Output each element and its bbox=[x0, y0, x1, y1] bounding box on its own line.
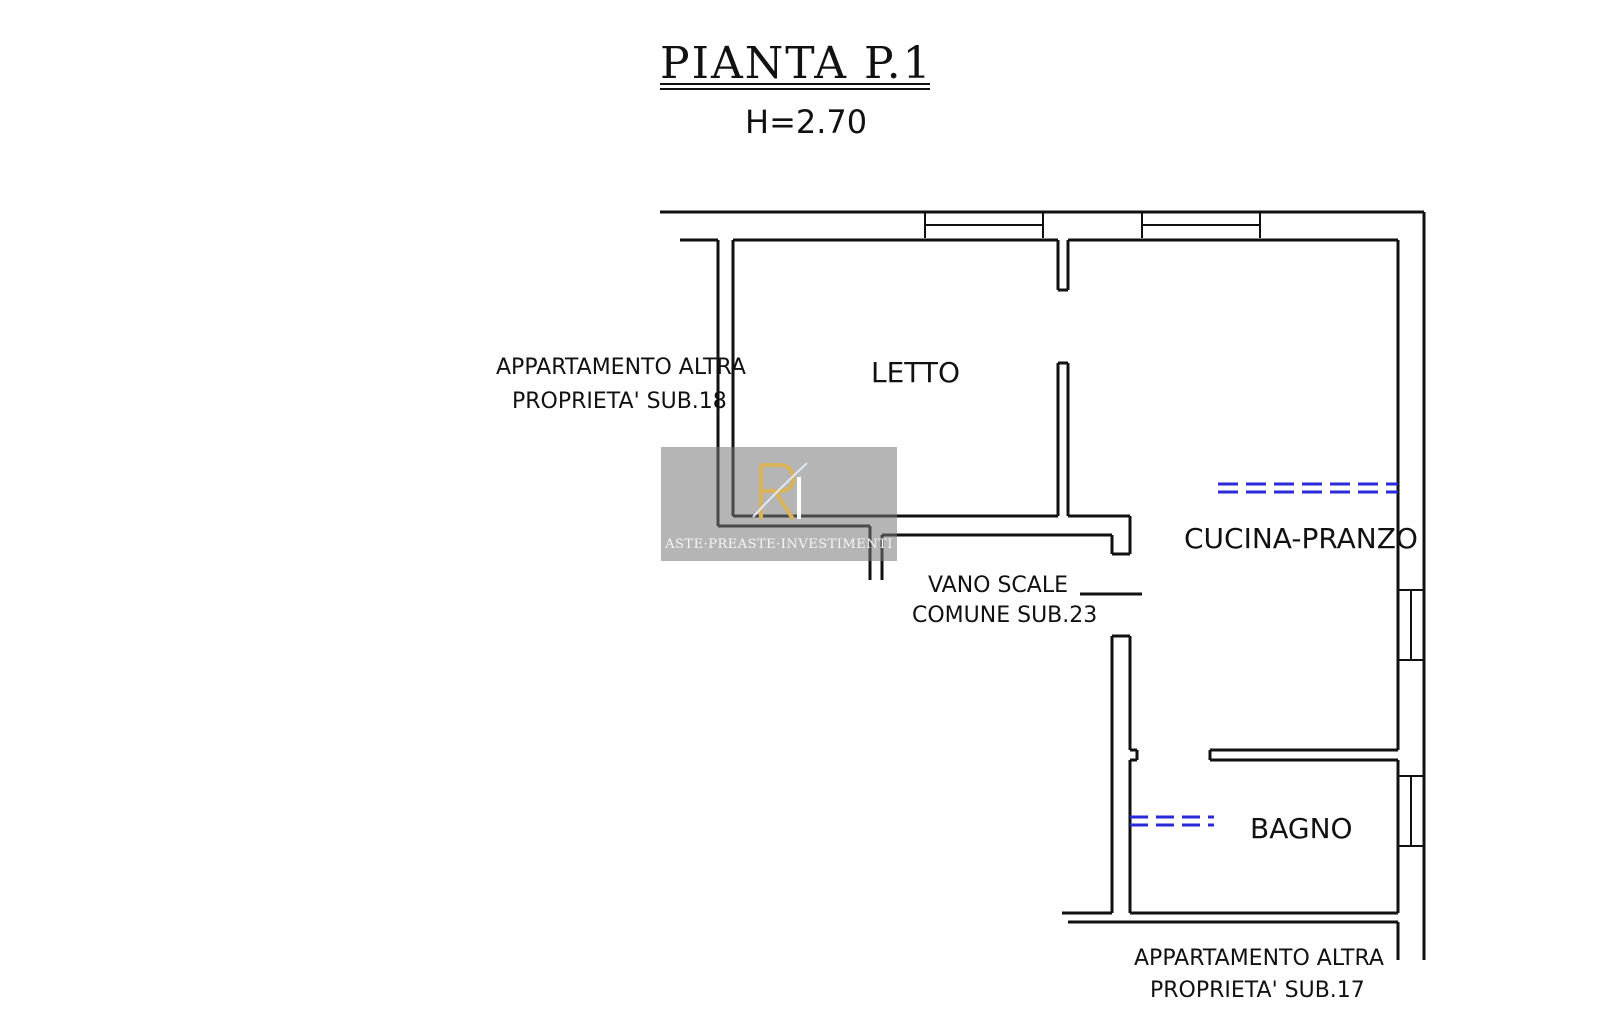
height-note: H=2.70 bbox=[745, 103, 867, 141]
ri-logo-icon bbox=[752, 462, 808, 521]
radiator-cucina bbox=[1218, 482, 1398, 494]
radiator-bagno bbox=[1130, 815, 1214, 827]
neighbor-17-line1: APPARTAMENTO ALTRA bbox=[1134, 946, 1384, 971]
neighbor-17-line2: PROPRIETA' SUB.17 bbox=[1150, 978, 1365, 1003]
neighbor-18-line2: PROPRIETA' SUB.18 bbox=[512, 389, 727, 414]
room-label-letto: LETTO bbox=[871, 356, 960, 389]
room-label-cucina: CUCINA-PRANZO bbox=[1184, 522, 1418, 555]
watermark: ASTE·PREASTE·INVESTIMENTI bbox=[661, 447, 897, 561]
vano-scale-line2: COMUNE SUB.23 bbox=[912, 603, 1097, 628]
room-label-bagno: BAGNO bbox=[1250, 812, 1353, 845]
vano-scale-line1: VANO SCALE bbox=[928, 573, 1068, 598]
watermark-text: ASTE·PREASTE·INVESTIMENTI bbox=[665, 537, 893, 552]
neighbor-18-line1: APPARTAMENTO ALTRA bbox=[496, 355, 746, 380]
plan-title: PIANTA P.1 bbox=[660, 38, 933, 89]
